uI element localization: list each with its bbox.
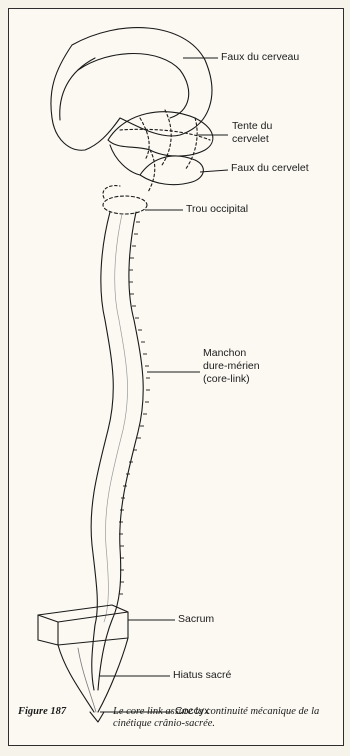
label-hiatus-sacre: Hiatus sacré [173,669,231,682]
label-sacrum: Sacrum [178,613,214,626]
falx-cerebelli-shape [140,156,203,185]
coccyx-tip [90,712,104,722]
foramen-magnum-ellipse [103,196,147,214]
dural-sleeve-right-edge [98,212,143,690]
nerve-root-ticks [119,222,150,594]
dural-sleeve-left-edge [91,212,113,690]
figure-caption-text: Le core link assure la continuité mécani… [113,706,343,730]
label-faux-du-cervelet: Faux du cervelet [231,162,309,175]
falx-cerebri-shape [51,28,212,151]
label-faux-du-cerveau: Faux du cerveau [221,51,299,64]
sacrum-block [38,605,128,645]
figure-number: Figure 187 [18,706,66,718]
label-trou-occipital: Trou occipital [186,203,248,216]
label-manchon-dure-merien: Manchon dure-mérien (core-link) [203,347,260,386]
label-tente-du-cervelet: Tente du cervelet [232,120,272,146]
